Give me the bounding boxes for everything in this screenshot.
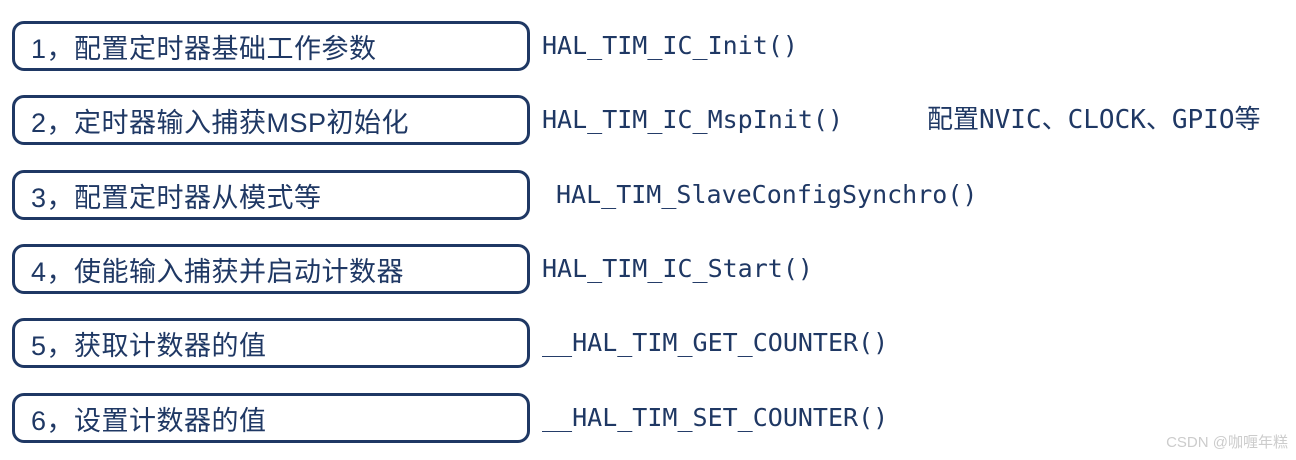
step-row: 3，配置定时器从模式等 HAL_TIM_SlaveConfigSynchro(): [0, 170, 1296, 220]
hal-function-name: HAL_TIM_SlaveConfigSynchro(): [556, 180, 978, 209]
step-row: 5，获取计数器的值 __HAL_TIM_GET_COUNTER(): [0, 318, 1296, 368]
step-box: 2，定时器输入捕获MSP初始化: [12, 95, 530, 145]
hal-function-name: HAL_TIM_IC_MspInit(): [542, 105, 844, 134]
function-note: 配置NVIC、CLOCK、GPIO等: [927, 105, 1261, 135]
hal-function-name: HAL_TIM_IC_Init(): [542, 31, 798, 60]
step-label: 5，获取计数器的值: [31, 330, 267, 361]
step-row: 6，设置计数器的值 __HAL_TIM_SET_COUNTER(): [0, 393, 1296, 443]
step-row: 4，使能输入捕获并启动计数器 HAL_TIM_IC_Start(): [0, 244, 1296, 294]
step-label: 6，设置计数器的值: [31, 405, 267, 436]
step-label: 2，定时器输入捕获MSP初始化: [31, 107, 410, 138]
step-row: 1，配置定时器基础工作参数 HAL_TIM_IC_Init(): [0, 21, 1296, 71]
step-box: 4，使能输入捕获并启动计数器: [12, 244, 530, 294]
hal-function-name: HAL_TIM_IC_Start(): [542, 254, 813, 283]
step-label: 1，配置定时器基础工作参数: [31, 33, 377, 64]
step-box: 6，设置计数器的值: [12, 393, 530, 443]
step-box: 1，配置定时器基础工作参数: [12, 21, 530, 71]
csdn-watermark: CSDN @咖喱年糕: [1166, 434, 1288, 451]
hal-function-name: __HAL_TIM_SET_COUNTER(): [542, 403, 889, 432]
step-row: 2，定时器输入捕获MSP初始化 HAL_TIM_IC_MspInit() 配置N…: [0, 95, 1296, 145]
step-box: 3，配置定时器从模式等: [12, 170, 530, 220]
step-label: 3，配置定时器从模式等: [31, 182, 322, 213]
step-label: 4，使能输入捕获并启动计数器: [31, 256, 405, 287]
hal-function-name: __HAL_TIM_GET_COUNTER(): [542, 328, 889, 357]
step-box: 5，获取计数器的值: [12, 318, 530, 368]
